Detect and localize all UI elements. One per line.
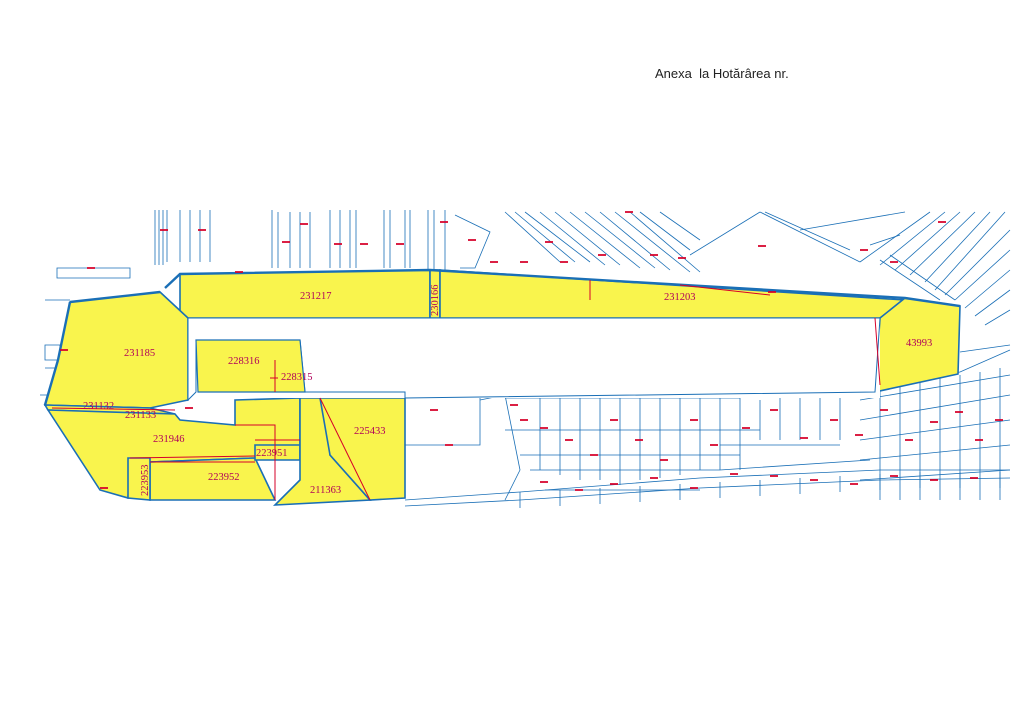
label-231946: 231946 [153, 434, 185, 445]
label-43993: 43993 [906, 338, 932, 349]
label-231132: 231132 [83, 401, 114, 412]
label-225433: 225433 [354, 426, 386, 437]
cadastral-ticks [60, 211, 1003, 491]
label-231217: 231217 [300, 291, 332, 302]
internal-cadastral-lines [51, 280, 881, 501]
annex-title: Anexa la Hotărârea nr. [655, 66, 789, 81]
label-223951: 223951 [256, 448, 288, 459]
label-231133: 231133 [125, 410, 156, 421]
parcel-labels: 231217 230166 231203 43993 231185 228316… [83, 285, 932, 497]
label-228315: 228315 [281, 372, 313, 383]
parcel-228316-overlay [195, 339, 306, 393]
outer-boundary [43, 268, 961, 406]
label-231185: 231185 [124, 348, 155, 359]
label-223952: 223952 [208, 472, 240, 483]
label-228316: 228316 [228, 356, 260, 367]
label-231203: 231203 [664, 292, 696, 303]
label-223953: 223953 [140, 465, 151, 497]
label-230166: 230166 [430, 285, 441, 317]
label-211363: 211363 [310, 485, 341, 496]
